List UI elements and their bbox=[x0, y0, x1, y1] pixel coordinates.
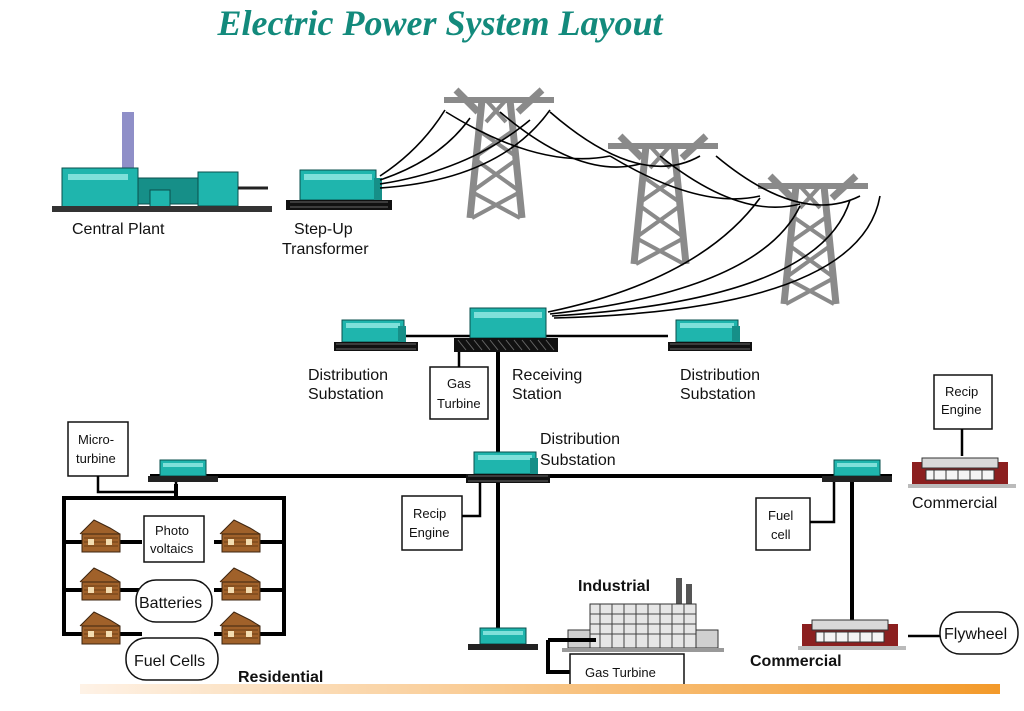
house-icon bbox=[219, 567, 261, 601]
fuel-cell-label-line1: Fuel bbox=[768, 508, 793, 523]
recip-engine-top-line2: Engine bbox=[941, 402, 981, 417]
distribution-substation-center-icon bbox=[465, 451, 551, 484]
central-plant-icon bbox=[52, 112, 272, 212]
distribution-substation-right-icon bbox=[667, 319, 753, 352]
gas-turbine-label-line1: Gas bbox=[447, 376, 471, 391]
fuel-cells-box bbox=[125, 637, 219, 681]
commercial-bottom-label: Commercial bbox=[750, 653, 842, 670]
recip-engine-mid-connector bbox=[462, 482, 482, 518]
transmission-cables bbox=[379, 109, 881, 319]
dist-substation-center-line2: Substation bbox=[540, 452, 616, 469]
distribution-transformer-icon bbox=[147, 459, 219, 483]
ground-strip bbox=[80, 684, 1000, 694]
fuel-cell-box bbox=[755, 497, 811, 551]
microturbine-label-line2: turbine bbox=[76, 451, 116, 466]
fuel-cell-label-line2: cell bbox=[771, 527, 791, 542]
dist-substation-left-line2: Substation bbox=[308, 386, 384, 403]
house-icon bbox=[79, 519, 121, 553]
gas-turbine-label-line2: Turbine bbox=[437, 396, 481, 411]
step-up-transformer-icon bbox=[286, 169, 392, 210]
gas-turbine-bottom-connector bbox=[546, 640, 570, 674]
flywheel-label: Flywheel bbox=[944, 626, 1007, 643]
dist-substation-left-line1: Distribution bbox=[308, 367, 388, 384]
residential-label: Residential bbox=[238, 669, 323, 686]
commercial-building-bottom-icon bbox=[797, 619, 907, 651]
step-up-label-line2: Transformer bbox=[282, 241, 369, 258]
industrial-transformer-icon bbox=[467, 627, 539, 651]
recip-engine-mid-line2: Engine bbox=[409, 525, 449, 540]
commercial-top-label: Commercial bbox=[912, 495, 997, 512]
commercial-building-top-icon bbox=[907, 457, 1017, 489]
gas-turbine-box bbox=[429, 366, 489, 420]
photovoltaics-box bbox=[143, 515, 205, 563]
diagram-title: Electric Power System Layout bbox=[217, 3, 663, 43]
fuel-cell-connector bbox=[810, 482, 836, 524]
flywheel-box bbox=[939, 611, 1019, 655]
photovoltaics-label-line2: voltaics bbox=[150, 541, 194, 556]
recip-engine-mid-box bbox=[401, 495, 463, 551]
industrial-label: Industrial bbox=[578, 578, 650, 595]
microturbine-box bbox=[67, 421, 129, 477]
receiving-station-icon bbox=[454, 307, 558, 352]
batteries-box bbox=[135, 579, 213, 623]
central-plant-label: Central Plant bbox=[72, 221, 165, 238]
house-icon bbox=[79, 611, 121, 645]
transmission-tower-icon bbox=[444, 90, 554, 218]
photovoltaics-label-line1: Photo bbox=[155, 523, 189, 538]
dist-substation-center-line1: Distribution bbox=[540, 431, 620, 448]
recip-engine-top-line1: Recip bbox=[945, 384, 978, 399]
receiving-station-label-line1: Receiving bbox=[512, 367, 582, 384]
factory-icon bbox=[562, 578, 724, 652]
house-icon bbox=[219, 611, 261, 645]
distribution-transformer-icon bbox=[821, 459, 893, 483]
house-icon bbox=[219, 519, 261, 553]
step-up-label-line1: Step-Up bbox=[294, 221, 353, 238]
fuel-cells-label: Fuel Cells bbox=[134, 653, 205, 670]
batteries-label: Batteries bbox=[139, 595, 202, 612]
microturbine-label-line1: Micro- bbox=[78, 432, 114, 447]
gas-turbine-bottom-label: Gas Turbine bbox=[585, 665, 656, 680]
recip-engine-mid-line1: Recip bbox=[413, 506, 446, 521]
dist-substation-right-line1: Distribution bbox=[680, 367, 760, 384]
receiving-station-label-line2: Station bbox=[512, 386, 562, 403]
distribution-substation-left-icon bbox=[333, 319, 419, 352]
house-icon bbox=[79, 567, 121, 601]
transmission-tower-icon bbox=[608, 136, 718, 264]
dist-substation-right-line2: Substation bbox=[680, 386, 756, 403]
